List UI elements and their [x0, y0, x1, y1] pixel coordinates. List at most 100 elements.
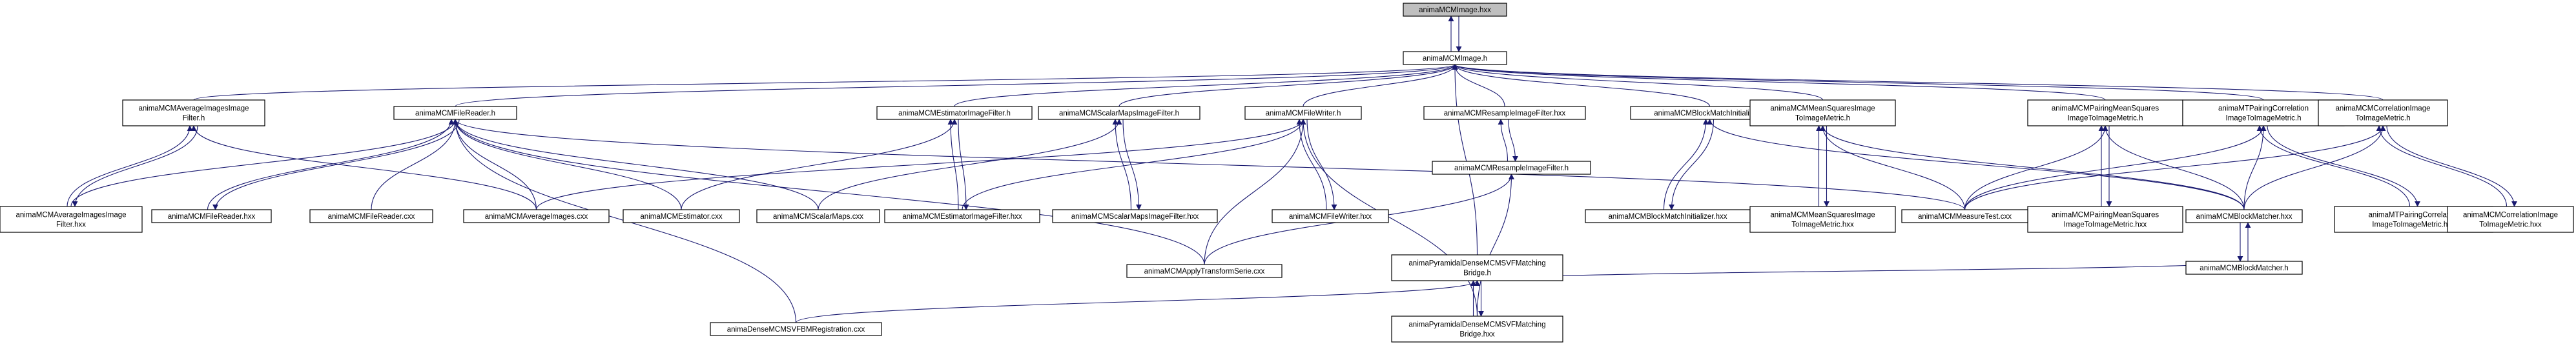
node-filewriter-hxx[interactable]: animaMCMFileWriter.hxx [1272, 209, 1389, 223]
edge-mt-pairing-corr-h-to-mcmimage-h [1452, 64, 2264, 101]
node-blockmatch-init-hxx[interactable]: animaMCMBlockMatchInitializer.hxx [1585, 209, 1751, 223]
edge-scalarmaps-cxx-to-filereader-h [452, 119, 819, 210]
node-box [1038, 106, 1200, 120]
node-corr-hxx[interactable]: animaMCMCorrelationImageToImageMetric.hx… [2447, 206, 2574, 233]
edge-filewriter-h-to-mcmimage-h [1303, 64, 1458, 107]
node-filewriter-h[interactable]: animaMCMFileWriter.h [1244, 106, 1362, 120]
node-blockmatcher-h[interactable]: animaMCMBlockMatcher.h [2185, 261, 2303, 275]
node-label: animaMCMFileWriter.h [1266, 110, 1341, 117]
node-box [1403, 51, 1507, 65]
edge-blockmatcher-hxx-to-mt-pairing-corr-h [2243, 125, 2267, 210]
node-label: animaPyramidalDenseMCMSVFMatching [1408, 321, 1545, 329]
node-averageimages-cxx[interactable]: animaMCMAverageImages.cxx [463, 209, 610, 223]
edge-blockmatcher-hxx-to-blockmatch-init-h [1707, 119, 2245, 210]
node-box [623, 209, 740, 223]
edge-scalarmaps-cxx-to-scalarmaps-filter-h [818, 119, 1122, 210]
node-filereader-hxx[interactable]: animaMCMFileReader.hxx [151, 209, 272, 223]
edge-scalarmaps-filter-hxx-to-scalarmaps-filter-h [1112, 119, 1132, 210]
node-dense-reg-cxx[interactable]: animaDenseMCMSVFBMRegistration.cxx [710, 322, 882, 336]
node-filereader-cxx[interactable]: animaMCMFileReader.cxx [309, 209, 433, 223]
edge-pyramidal-hxx-to-resample-h2 [1476, 174, 1514, 317]
edge-filereader-hxx-to-filereader-h [207, 119, 455, 210]
node-label: animaMCMFileReader.hxx [168, 213, 256, 221]
node-blockmatch-init-h[interactable]: animaMCMBlockMatchInitializer.h [1630, 106, 1789, 120]
edge-measuretest-cxx-to-pairing-meansq-h [1964, 125, 2108, 210]
node-box [1901, 209, 2028, 223]
edge-corr-h-to-mcmimage-h [1452, 64, 2384, 101]
edge-mt-pairing-corr-hxx-to-mt-pairing-corr-h [2256, 125, 2411, 207]
node-label: Filter.hxx [56, 221, 86, 229]
node-label: animaMCMCorrelationImage [2336, 105, 2431, 113]
edge-blockmatch-init-hxx-to-blockmatch-init-h [1663, 119, 1709, 210]
node-estimator-filter-hxx[interactable]: animaMCMEstimatorImageFilter.hxx [884, 209, 1040, 223]
node-box [884, 209, 1040, 223]
node-mt-pairing-corr-h[interactable]: animaMTPairingCorrelationImageToImageMet… [2182, 99, 2345, 126]
edge-corr-h-to-corr-hxx [2386, 125, 2517, 207]
edge-mt-pairing-corr-h-to-mt-pairing-corr-hxx [2267, 125, 2420, 207]
edge-measuretest-cxx-to-filereader-h [452, 119, 1966, 210]
node-meansq-hxx[interactable]: animaMCMMeanSquaresImageToImageMetric.hx… [1749, 206, 1896, 233]
node-mcmimage-h[interactable]: animaMCMImage.h [1403, 51, 1507, 65]
node-estimator-filter-h[interactable]: animaMCMEstimatorImageFilter.h [876, 106, 1033, 120]
node-box [2027, 206, 2183, 233]
node-label: animaMTPairingCorrelation [2218, 105, 2309, 113]
node-pyramidal-hxx[interactable]: animaPyramidalDenseMCMSVFMatchingBridge.… [1391, 316, 1563, 343]
node-label: animaMTPairingCorrelation [2369, 212, 2459, 219]
edge-estimator-filter-h-to-estimator-filter-hxx [958, 119, 969, 210]
node-scalarmaps-filter-h[interactable]: animaMCMScalarMapsImageFilter.h [1038, 106, 1200, 120]
node-root[interactable]: animaMCMImage.hxx [1403, 3, 1507, 17]
node-box [710, 322, 882, 336]
node-box [1052, 209, 1218, 223]
node-label: Filter.h [183, 115, 205, 123]
edge-blockmatch-init-h-to-blockmatch-init-hxx [1669, 119, 1715, 210]
node-apply-transform-cxx[interactable]: animaMCMApplyTransformSerie.cxx [1126, 264, 1283, 278]
edge-estimator-filter-hxx-to-filewriter-h [962, 119, 1306, 210]
node-box [1749, 99, 1896, 126]
edge-corr-hxx-to-corr-h [2376, 125, 2508, 207]
node-estimator-cxx[interactable]: animaMCMEstimator.cxx [623, 209, 740, 223]
edge-filewriter-h-to-filewriter-hxx [1306, 119, 1337, 210]
node-label: animaMCMCorrelationImage [2463, 212, 2558, 219]
node-filereader-h[interactable]: animaMCMFileReader.h [393, 106, 517, 120]
edge-pairing-meansq-h-to-mcmimage-h [1452, 64, 2106, 101]
node-box [463, 209, 610, 223]
node-pyramidal-h[interactable]: animaPyramidalDenseMCMSVFMatchingBridge.… [1391, 254, 1563, 281]
node-box [1749, 206, 1896, 233]
edge-measuretest-cxx-to-meansq-h [1820, 125, 1966, 210]
node-label: animaMCMEstimatorImageFilter.h [898, 110, 1011, 117]
edge-estimator-cxx-to-estimator-filter-h [681, 119, 958, 210]
node-box [2447, 206, 2574, 233]
node-label: animaMCMResampleImageFilter.h [1454, 165, 1569, 172]
node-label: animaMCMAverageImagesImage [138, 105, 249, 113]
node-scalarmaps-filter-hxx[interactable]: animaMCMScalarMapsImageFilter.hxx [1052, 209, 1218, 223]
edge-resample-h2-to-resample-h1 [1498, 119, 1509, 162]
edge-resample-h1-to-mcmimage-h [1452, 64, 1505, 107]
edge-meansq-h-to-mcmimage-h [1452, 64, 1824, 101]
edges-layer [67, 15, 2517, 323]
node-box [1391, 316, 1563, 343]
node-resample-h2[interactable]: animaMCMResampleImageFilter.h [1432, 161, 1591, 175]
edge-avg-filter-hxx-to-filereader-h [70, 119, 459, 207]
node-label: animaDenseMCMSVFBMRegistration.cxx [727, 326, 865, 334]
node-resample-h1[interactable]: animaMCMResampleImageFilter.hxx [1423, 106, 1586, 120]
node-blockmatcher-hxx[interactable]: animaMCMBlockMatcher.hxx [2185, 209, 2303, 223]
node-label: ToImageMetric.h [1795, 115, 1850, 123]
node-pairing-meansq-h[interactable]: animaMCMPairingMeanSquaresImageToImageMe… [2027, 99, 2183, 126]
node-scalarmaps-cxx[interactable]: animaMCMScalarMaps.cxx [756, 209, 880, 223]
node-label: animaMCMBlockMatcher.hxx [2196, 213, 2293, 221]
node-box [2185, 209, 2303, 223]
node-pairing-meansq-hxx[interactable]: animaMCMPairingMeanSquaresImageToImageMe… [2027, 206, 2183, 233]
node-box [2318, 99, 2448, 126]
node-label: animaMCMImage.h [1423, 55, 1487, 63]
edge-apply-transform-cxx-to-filewriter-h [1204, 119, 1306, 265]
edge-blockmatch-init-h-to-mcmimage-h [1452, 64, 1711, 107]
node-label: ToImageMetric.h [2355, 115, 2410, 123]
edge-estimator-filter-hxx-to-estimator-filter-h [947, 119, 959, 210]
node-label: animaMCMMeasureTest.cxx [1918, 213, 2012, 221]
node-measuretest-cxx[interactable]: animaMCMMeasureTest.cxx [1901, 209, 2028, 223]
